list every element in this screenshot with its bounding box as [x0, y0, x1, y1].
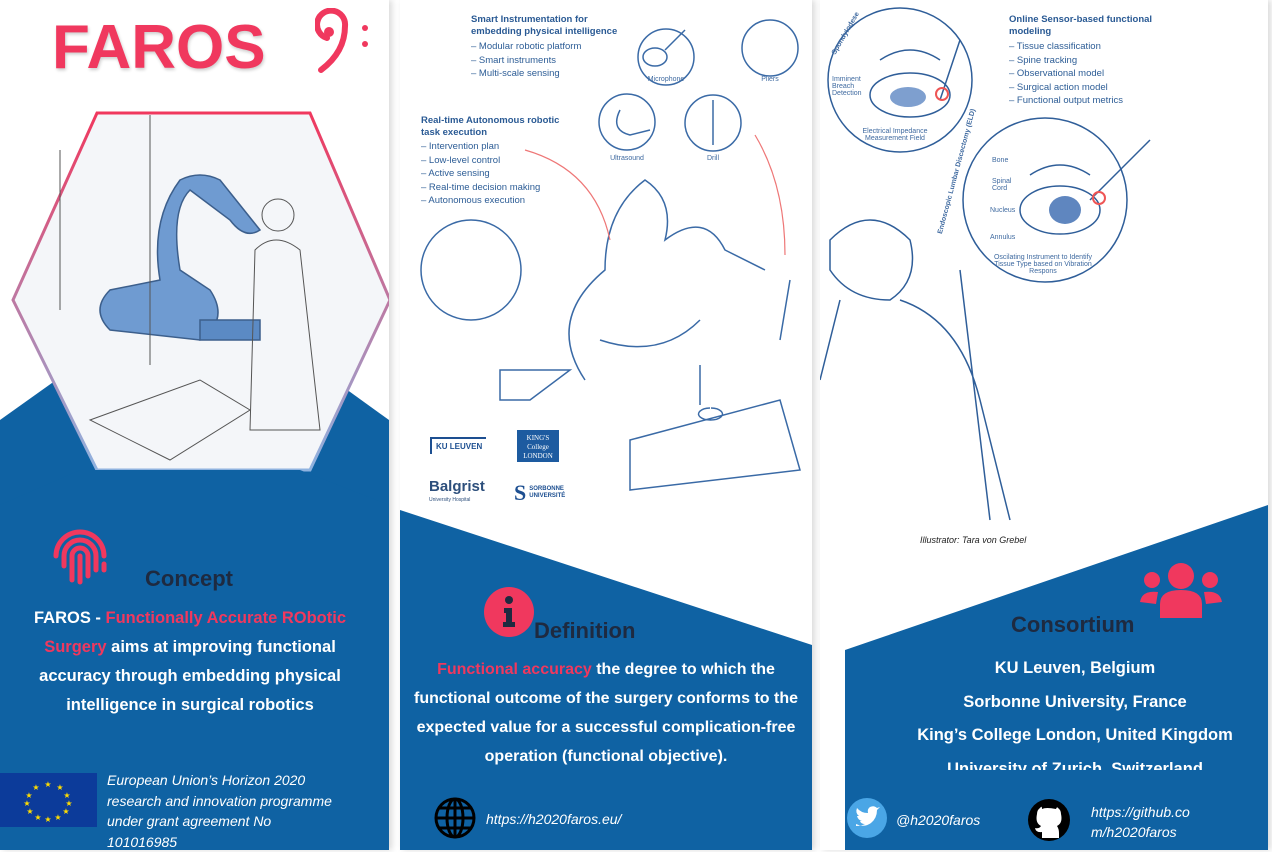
annulus-label: Annulus	[990, 234, 1016, 241]
svg-text:★: ★	[62, 807, 69, 816]
smart-item: – Multi-scale sensing	[471, 68, 560, 79]
definition-text: Functional accuracy the degree to which …	[408, 655, 804, 771]
consortium-members: KU Leuven, Belgium Sorbonne University, …	[890, 652, 1260, 770]
realtime-item: – Low-level control	[421, 154, 501, 166]
smart-item: – Modular robotic platform	[471, 41, 582, 52]
svg-text:★: ★	[44, 815, 51, 824]
online-item: – Tissue classification	[1009, 41, 1101, 52]
realtime-item: – Real-time decision making	[421, 181, 541, 193]
consortium-panel: Online Sensor-based functional modeling …	[820, 0, 1268, 850]
concept-panel: FAROS Concept FAROS - Functionally Accur…	[0, 0, 389, 850]
concept-highlight: Functionally Accurate RObotic Surgery	[44, 609, 347, 656]
member-item: King’s College London, United Kingdom	[917, 726, 1233, 744]
concept-lead: FAROS	[33, 609, 91, 627]
website-link[interactable]: https://h2020faros.eu/	[486, 811, 622, 827]
svg-text:★: ★	[32, 783, 39, 792]
logo-sorbonne: S SORBONNE UNIVERSITÉ	[514, 480, 571, 506]
breach-label: Imminent Breach Detection	[832, 76, 862, 97]
info-icon	[484, 587, 534, 637]
illustration-right	[820, 7, 1268, 850]
illustrator-credit: Illustrator: Tara von Grebel	[920, 535, 1027, 545]
logo-kings-college: KING'S College LONDON	[517, 430, 559, 462]
impedance-label: Electrical Impedance Measurement Field	[862, 128, 928, 142]
svg-text:★: ★	[26, 807, 33, 816]
online-item: – Functional output metrics	[1009, 95, 1124, 106]
realtime-title: Real-time Autonomous robotic task execut…	[421, 115, 560, 138]
surgeon-sketch	[59, 115, 321, 461]
github-link[interactable]: https://github.com/h2020faros	[1091, 804, 1190, 840]
concept-body: aims at improving functional accuracy th…	[39, 638, 341, 714]
label-microphone: Microphone	[647, 76, 685, 83]
definition-heading: Definition	[534, 618, 636, 643]
sorbonne-text: SORBONNE UNIVERSITÉ	[529, 486, 566, 499]
member-item: Sorbonne University, France	[963, 692, 1187, 711]
logo-balgrist-sub: University Hospital	[429, 497, 471, 503]
svg-text:★: ★	[25, 791, 32, 800]
member-item: University of Zurich, Switzerland	[947, 759, 1203, 771]
member-item: KU Leuven, Belgium	[994, 659, 1156, 677]
definition-highlight: Functional accuracy	[437, 661, 592, 678]
panel-background	[0, 111, 389, 850]
concept-heading: Concept	[145, 566, 233, 591]
online-item: – Surgical action model	[1009, 81, 1108, 93]
eu-flag-icon: ★★★★★★★★★★★★	[0, 773, 97, 827]
robot-illustration	[99, 174, 262, 341]
online-title: Online Sensor-based functional modeling	[1009, 14, 1153, 37]
definition-panel: Smart Instrumentation for embedding phys…	[400, 0, 812, 850]
smart-instrumentation-block: Smart Instrumentation for embedding phys…	[471, 14, 621, 81]
globe-icon	[434, 797, 476, 839]
logo-ku-leuven: KU LEUVEN	[430, 437, 487, 454]
smart-item: – Smart instruments	[471, 54, 556, 66]
realtime-item: – Intervention plan	[421, 141, 500, 152]
realtime-item: – Active sensing	[421, 168, 490, 179]
concept-text: FAROS - Functionally Accurate RObotic Su…	[20, 604, 360, 720]
svg-text:★: ★	[54, 813, 61, 822]
svg-text:★: ★	[44, 780, 51, 789]
github-icon[interactable]	[1027, 798, 1071, 842]
svg-text:★: ★	[63, 791, 70, 800]
bone-label: Bone	[992, 157, 1009, 164]
realtime-block: Real-time Autonomous robotic task execut…	[421, 115, 561, 208]
oscillating-label: Oscilating Instrument to Identify Tissue…	[993, 254, 1093, 275]
spinal-cord-label: Spinal Cord	[992, 178, 1012, 192]
online-item: – Observational model	[1009, 68, 1105, 79]
twitter-icon[interactable]	[846, 797, 888, 839]
group-icon	[1140, 563, 1222, 618]
svg-text:★: ★	[34, 813, 41, 822]
smart-title: Smart Instrumentation for embedding phys…	[471, 14, 618, 37]
concept-dash: -	[90, 609, 106, 627]
realtime-item: – Autonomous execution	[421, 195, 526, 206]
sorbonne-s-icon: S	[514, 480, 527, 505]
consortium-heading: Consortium	[1011, 612, 1135, 637]
label-ultrasound: Ultrasound	[610, 155, 644, 162]
definition-body: the degree to which the functional outco…	[413, 661, 799, 765]
nucleus-label: Nucleus	[990, 207, 1016, 214]
label-drill: Drill	[706, 155, 720, 162]
label-pliers: Pliers	[761, 76, 779, 83]
online-modeling-block: Online Sensor-based functional modeling …	[1009, 14, 1159, 108]
logo-balgrist: Balgrist	[429, 478, 485, 495]
fingerprint-icon	[53, 529, 107, 585]
twitter-handle[interactable]: @h2020faros	[896, 812, 981, 828]
svg-text:★: ★	[56, 783, 63, 792]
online-item: – Spine tracking	[1009, 54, 1078, 66]
funding-text: European Union’s Horizon 2020 research a…	[107, 772, 332, 850]
faros-logo-icon	[315, 8, 368, 73]
svg-text:★: ★	[65, 799, 72, 808]
svg-text:★: ★	[23, 799, 30, 808]
app-title: FAROS	[52, 13, 266, 82]
